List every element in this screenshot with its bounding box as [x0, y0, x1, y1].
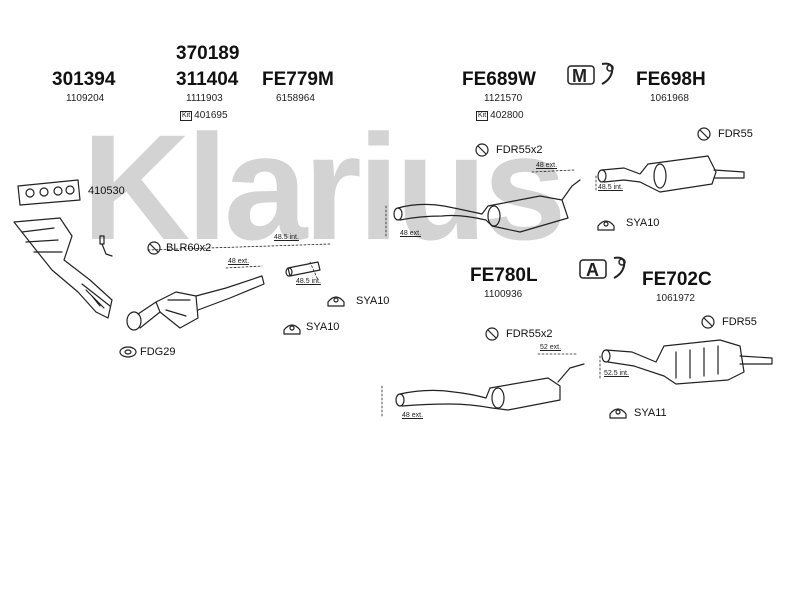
part-number-311404: 311404	[176, 69, 239, 90]
body-type-icon-bottom: A	[578, 254, 630, 284]
part-number-FE698H: FE698H	[636, 69, 706, 90]
oe-number-1061968: 1061968	[650, 93, 689, 104]
dimension-label: 48.5 int.	[296, 278, 321, 285]
part-number-FE779M: FE779M	[262, 69, 334, 90]
part-number-370189: 370189	[176, 43, 240, 64]
rear-silencer-bottom-drawing	[601, 339, 773, 385]
mount-label-SYA11: SYA11	[634, 407, 667, 419]
mount-label-FDR55-top: FDR55	[718, 128, 753, 140]
dimension-label: 48.5 int.	[598, 184, 623, 191]
part-number-FE689W: FE689W	[462, 69, 536, 90]
clamp-label-BLR60x2: BLR60x2	[166, 242, 212, 254]
middle-silencer-top-drawing	[393, 179, 581, 233]
dimension-label: 52 ext.	[540, 344, 562, 351]
oe-number-1061972: 1061972	[656, 293, 695, 304]
front-pipe-catalyst-drawing	[126, 275, 265, 331]
part-number-FE780L: FE780L	[470, 265, 538, 286]
mount-label-SYA10-a: SYA10	[356, 295, 390, 307]
oe-number-1109204: 1109204	[66, 93, 105, 104]
dimension-label: 48 ext.	[402, 412, 424, 419]
kit-badge: Kit	[476, 111, 489, 121]
part-number-301394: 301394	[52, 69, 116, 90]
middle-silencer-bottom-drawing	[395, 363, 585, 411]
dimension-label: 48.5 int.	[274, 234, 299, 241]
gasket-label-FDG29: FDG29	[140, 346, 176, 358]
dimension-label: 48 ext.	[536, 162, 558, 169]
part-number-FE702C: FE702C	[642, 269, 712, 290]
manifold-gasket-drawing	[17, 179, 81, 206]
oe-number-1121570: 1121570	[484, 93, 523, 104]
exhaust-manifold-drawing	[13, 217, 113, 319]
mount-label-FDR55-bottom: FDR55	[722, 316, 757, 328]
body-type-icon-top: M	[566, 60, 620, 88]
watermark-logo: Klarius	[82, 103, 567, 271]
fitting-icons	[119, 127, 715, 419]
oe-number-1111903: 1111903	[186, 93, 223, 104]
oe-number-6158964: 6158964	[276, 93, 315, 104]
svg-text:A: A	[586, 260, 599, 280]
mount-label-FDR55x2-top: FDR55x2	[496, 144, 543, 156]
dimension-leaders	[147, 169, 601, 417]
gasket-label-410530: 410530	[88, 185, 125, 197]
dimension-label: 48 ext.	[400, 230, 422, 237]
svg-text:M: M	[572, 66, 587, 86]
mount-label-SYA10-c: SYA10	[626, 217, 660, 229]
mount-label-FDR55x2-bottom: FDR55x2	[506, 328, 553, 340]
mount-label-SYA10-b: SYA10	[306, 321, 340, 333]
dimension-label: 48 ext.	[228, 258, 250, 265]
dimension-label: 52.5 int.	[604, 370, 629, 377]
oe-number-1100936: 1100936	[484, 289, 523, 300]
kit-badge: Kit	[180, 111, 193, 121]
hatchback-icon: A	[579, 256, 626, 280]
rear-silencer-top-drawing	[597, 155, 745, 193]
connecting-pipe-drawing	[285, 261, 321, 277]
sedan-estate-icon: M	[567, 62, 614, 86]
